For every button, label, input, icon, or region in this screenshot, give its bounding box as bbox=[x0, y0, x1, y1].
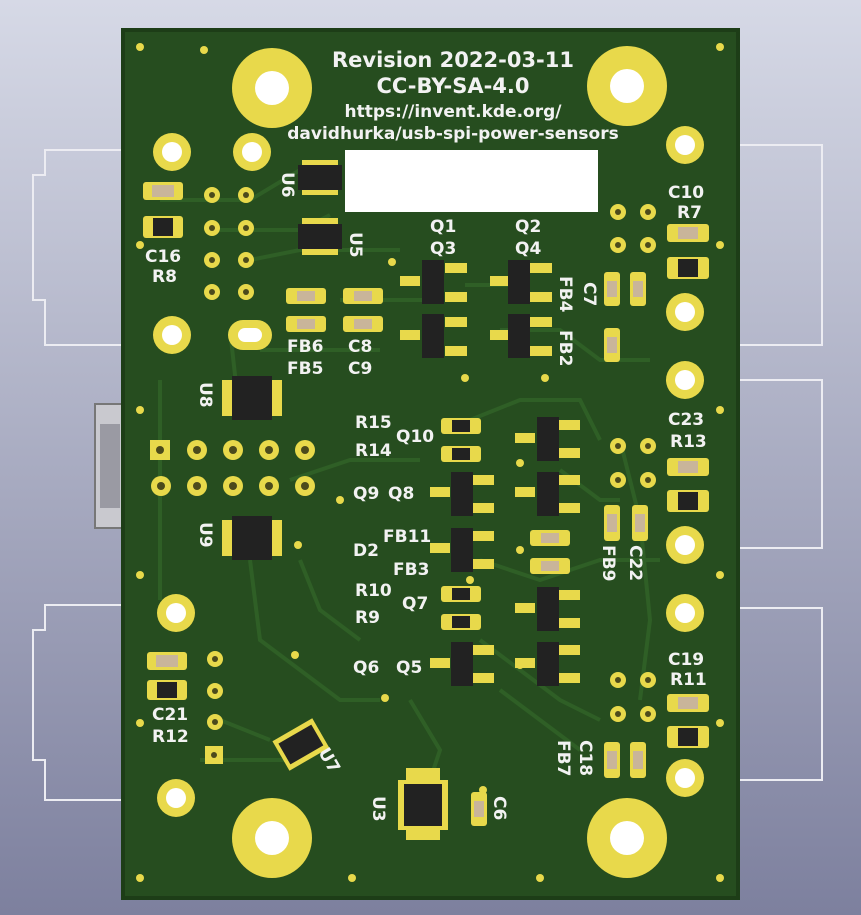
label-u3: U3 bbox=[368, 796, 388, 822]
label-c6: C6 bbox=[489, 796, 509, 820]
label-r7: R7 bbox=[677, 203, 702, 223]
label-u9: U9 bbox=[195, 522, 215, 548]
revision-text: Revision 2022-03-11 bbox=[332, 48, 574, 72]
label-c21: C21 bbox=[152, 705, 188, 725]
label-c18: C18 bbox=[575, 740, 595, 776]
transistors bbox=[400, 260, 580, 686]
label-q1: Q1 bbox=[430, 217, 456, 237]
label-c9: C9 bbox=[348, 359, 372, 379]
label-r9: R9 bbox=[355, 608, 380, 628]
chip-u9 bbox=[222, 516, 282, 560]
label-fb11: FB11 bbox=[383, 527, 431, 547]
label-c19: C19 bbox=[668, 650, 704, 670]
label-r10: R10 bbox=[355, 581, 392, 601]
label-fb2: FB2 bbox=[555, 330, 575, 366]
usb-connector bbox=[94, 403, 126, 529]
label-fb6: FB6 bbox=[287, 337, 323, 357]
label-r15: R15 bbox=[355, 413, 392, 433]
vias bbox=[136, 43, 724, 882]
label-q10: Q10 bbox=[396, 427, 434, 447]
label-u6: U6 bbox=[277, 172, 297, 198]
label-q7: Q7 bbox=[402, 594, 428, 614]
chip-u5 bbox=[298, 218, 342, 255]
label-r12: R12 bbox=[152, 727, 189, 747]
label-u5: U5 bbox=[345, 232, 365, 258]
url-line1: https://invent.kde.org/ bbox=[345, 102, 563, 122]
label-c8: C8 bbox=[348, 337, 372, 357]
label-q4: Q4 bbox=[515, 239, 541, 259]
connector-outlines bbox=[32, 144, 823, 801]
label-q3: Q3 bbox=[430, 239, 456, 259]
label-fb3: FB3 bbox=[393, 560, 429, 580]
label-q5: Q5 bbox=[396, 658, 422, 678]
label-q2: Q2 bbox=[515, 217, 541, 237]
label-r13: R13 bbox=[670, 432, 707, 452]
label-c23: C23 bbox=[668, 410, 704, 430]
smd-passives bbox=[143, 182, 709, 826]
label-r11: R11 bbox=[670, 670, 707, 690]
label-c22: C22 bbox=[625, 545, 645, 581]
label-r8: R8 bbox=[152, 267, 177, 287]
label-fb7: FB7 bbox=[553, 740, 573, 776]
license-text: CC-BY-SA-4.0 bbox=[376, 74, 529, 98]
label-c10: C10 bbox=[668, 183, 704, 203]
label-fb5: FB5 bbox=[287, 359, 323, 379]
label-q8: Q8 bbox=[388, 484, 414, 504]
label-r14: R14 bbox=[355, 441, 392, 461]
label-q6: Q6 bbox=[353, 658, 379, 678]
label-fb4: FB4 bbox=[555, 276, 575, 313]
chip-u7 bbox=[272, 718, 330, 771]
blank-label-area bbox=[345, 150, 598, 212]
label-q9: Q9 bbox=[353, 484, 379, 504]
label-c16: C16 bbox=[145, 247, 181, 267]
chip-u3 bbox=[398, 768, 448, 840]
chip-u8 bbox=[222, 376, 282, 420]
url-line2: davidhurka/usb-spi-power-sensors bbox=[287, 124, 618, 144]
chip-u6 bbox=[298, 160, 342, 195]
mounting-holes bbox=[232, 46, 667, 878]
label-d2: D2 bbox=[353, 541, 379, 561]
label-u8: U8 bbox=[195, 382, 215, 408]
label-fb9: FB9 bbox=[598, 545, 618, 581]
label-c7: C7 bbox=[579, 282, 599, 306]
